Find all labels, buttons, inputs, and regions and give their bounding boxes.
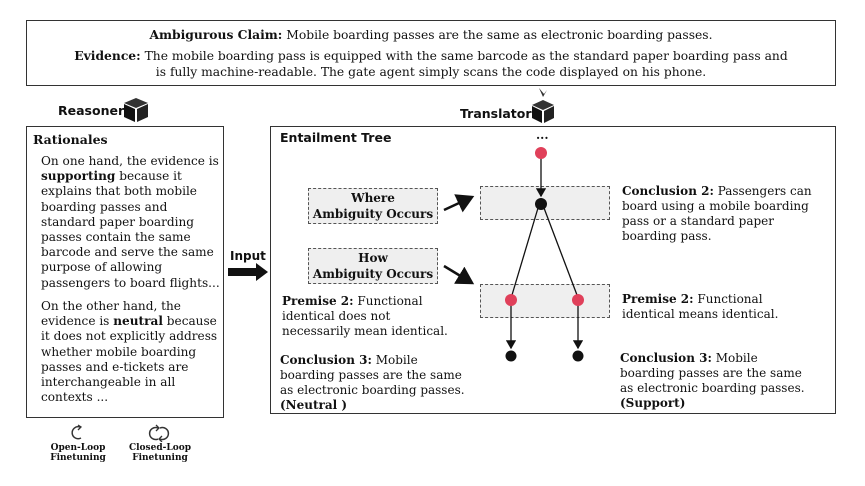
tree-ellipsis: ... xyxy=(536,128,549,142)
entailment-tree-title: Entailment Tree xyxy=(280,130,392,145)
closed-loop-line-2: Finetuning xyxy=(132,453,188,463)
rationale-paragraph-2: On the other hand, the evidence is neutr… xyxy=(41,299,223,405)
reasoner-cube-icon xyxy=(124,98,148,122)
rationale-1-body: because it explains that both mobile boa… xyxy=(41,169,220,290)
rationale-1-intro: On one hand, the evidence is xyxy=(41,154,219,168)
claim-label: Ambigurous Claim: xyxy=(149,27,283,42)
how-ambiguity-line-1: How xyxy=(358,251,388,265)
conclusion-3-right-text: Conclusion 3: Mobile boarding passes are… xyxy=(620,351,815,411)
conclusion-3-left-tag: (Neutral ) xyxy=(280,398,348,412)
how-ambiguity-box: How Ambiguity Occurs xyxy=(308,248,438,284)
input-arrow-icon xyxy=(228,263,268,281)
conclusion-2-text: Conclusion 2: Passengers can board using… xyxy=(622,184,812,244)
translator-label: Translator xyxy=(460,106,532,121)
how-arrow xyxy=(443,264,475,285)
translator-cube-icon xyxy=(532,88,554,123)
input-label: Input xyxy=(230,249,266,263)
premise-right-body: Functional identical means identical. xyxy=(622,292,779,321)
rationale-2-body: because it does not explicitly address w… xyxy=(41,314,218,405)
conclusion-3-right-tag: (Support) xyxy=(620,396,686,410)
conclusion-3-right-body: Mobile boarding passes are the same as e… xyxy=(620,351,805,395)
open-loop-line-2: Finetuning xyxy=(50,453,106,463)
where-arrow xyxy=(443,194,475,213)
claim-line: Ambigurous Claim: Mobile boarding passes… xyxy=(27,27,835,43)
premise-right-text: Premise 2: Functional identical means id… xyxy=(622,292,812,322)
premise-right-label: Premise 2: xyxy=(622,292,694,306)
conclusion-2-label: Conclusion 2: xyxy=(622,184,714,198)
where-ambiguity-box: Where Ambiguity Occurs xyxy=(308,188,438,224)
root-node xyxy=(535,147,547,159)
rationales-box: Rationales On one hand, the evidence is … xyxy=(26,126,224,418)
claim-text: Mobile boarding passes are the same as e… xyxy=(286,28,713,42)
closed-loop-label: Closed-Loop Finetuning xyxy=(122,443,198,463)
conclusion-3-right-label: Conclusion 3: xyxy=(620,351,712,365)
claim-evidence-box: Ambigurous Claim: Mobile boarding passes… xyxy=(26,20,836,86)
rationale-2-intro: On the other hand, the evidence is xyxy=(41,299,181,329)
closed-loop-line-1: Closed-Loop xyxy=(128,443,192,453)
rationale-1-verdict: supporting xyxy=(41,169,116,184)
rationales-title: Rationales xyxy=(33,132,108,147)
reasoner-label: Reasoner xyxy=(58,103,125,118)
where-ambiguity-line-1: Where xyxy=(351,191,395,205)
where-ambiguity-line-2: Ambiguity Occurs xyxy=(312,207,434,221)
conclusion-3-left-body: Mobile boarding passes are the same as e… xyxy=(280,353,465,397)
premise-left-label: Premise 2: xyxy=(282,294,354,308)
open-loop-icon xyxy=(71,424,83,440)
conclusion-3-left-node xyxy=(505,350,517,362)
edge-right-premise xyxy=(543,207,578,296)
conclusion-2-body: Passengers can board using a mobile boar… xyxy=(622,184,812,243)
edge-left-premise xyxy=(511,207,539,296)
conclusion-3-left-label: Conclusion 3: xyxy=(280,353,372,367)
open-loop-label: Open-Loop Finetuning xyxy=(40,443,116,463)
open-loop-line-1: Open-Loop xyxy=(50,443,106,453)
evidence-label: Evidence: xyxy=(74,48,141,63)
premise-right-node xyxy=(572,294,584,306)
closed-loop-icon xyxy=(148,424,170,442)
evidence-line-1: Evidence: The mobile boarding pass is eq… xyxy=(27,48,835,64)
rationale-2-verdict: neutral xyxy=(113,314,163,329)
rationale-paragraph-1: On one hand, the evidence is supporting … xyxy=(41,154,223,291)
entailment-tree-box xyxy=(270,126,836,414)
conclusion-3-left-text: Conclusion 3: Mobile boarding passes are… xyxy=(280,353,465,413)
evidence-text-1: The mobile boarding pass is equipped wit… xyxy=(144,49,788,63)
evidence-line-2: is fully machine-readable. The gate agen… xyxy=(155,65,707,79)
conclusion-3-right-node xyxy=(572,350,584,362)
premise-node-panel xyxy=(480,284,610,318)
conclusion-2-node xyxy=(535,198,547,210)
premise-left-body: Functional identical does not necessaril… xyxy=(282,294,448,338)
how-ambiguity-line-2: Ambiguity Occurs xyxy=(312,267,434,281)
premise-left-node xyxy=(505,294,517,306)
premise-left-text: Premise 2: Functional identical does not… xyxy=(282,294,462,339)
